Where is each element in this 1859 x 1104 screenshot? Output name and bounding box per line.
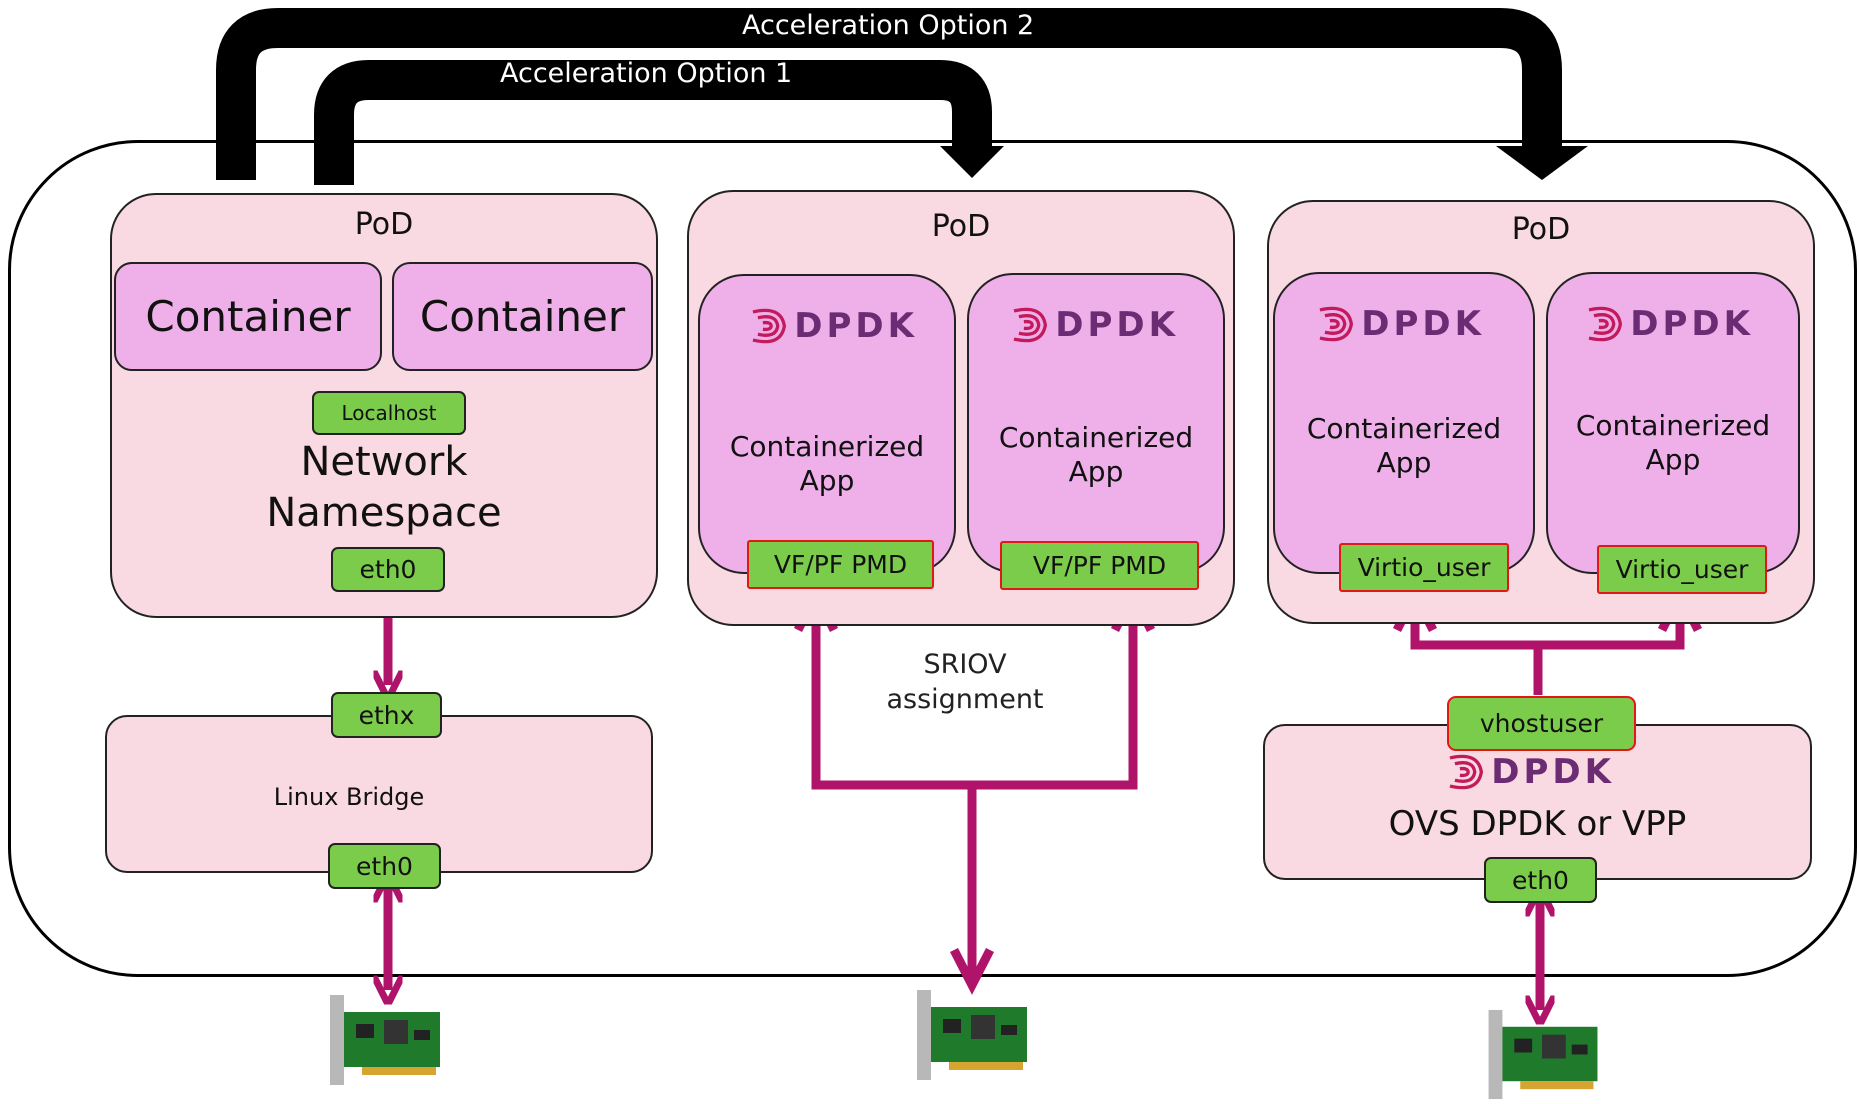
pod-label: PoD <box>354 207 414 242</box>
app-label-line1: Containerized <box>998 421 1194 454</box>
container-box-2: Container <box>392 262 653 371</box>
virtio-user-port-1: Virtio_user <box>1339 543 1509 592</box>
dpdk-wordmark: DPDK <box>1055 305 1179 345</box>
network-namespace-line2: Namespace <box>266 490 502 536</box>
localhost-port: Localhost <box>312 391 466 435</box>
network-card-icon <box>330 995 440 1085</box>
dpdk-logo: DPDK <box>1584 294 1754 354</box>
virtio-user-port-2: Virtio_user <box>1597 545 1767 594</box>
eth0-port-pod-left: eth0 <box>331 547 445 592</box>
eth0-port-ovs: eth0 <box>1484 857 1597 903</box>
dpdk-swirl-icon <box>1588 306 1623 342</box>
acceleration-option-2-arrow <box>216 8 1562 180</box>
containerized-app-middle-2: DPDK Containerized App <box>967 273 1225 573</box>
container-box-1: Container <box>114 262 382 371</box>
pod-label: PoD <box>931 209 991 244</box>
network-card-icon <box>917 990 1027 1080</box>
ovs-label: OVS DPDK or VPP <box>1388 804 1687 844</box>
app-label-line2: App <box>799 464 855 497</box>
network-card-icon <box>1488 1009 1598 1100</box>
app-label-line2: App <box>1376 446 1432 479</box>
dpdk-swirl-icon <box>1013 307 1048 343</box>
app-label-line2: App <box>1068 455 1124 488</box>
dpdk-wordmark: DPDK <box>1630 304 1754 344</box>
containerized-app-middle-1: DPDK Containerized App <box>698 274 956 574</box>
sriov-label-line2: assignment <box>886 684 1044 715</box>
acceleration-option-2-arrowhead <box>1496 146 1588 180</box>
dpdk-wordmark: DPDK <box>1361 304 1485 344</box>
vf-pf-pmd-port-1: VF/PF PMD <box>747 540 934 589</box>
dpdk-logo: DPDK <box>1315 294 1485 354</box>
dpdk-swirl-icon <box>1449 754 1484 790</box>
acceleration-option-1-arrow <box>314 60 992 185</box>
containerized-app-right-2: DPDK Containerized App <box>1546 272 1800 574</box>
pod-label: PoD <box>1511 212 1571 247</box>
dpdk-swirl-icon <box>752 308 787 344</box>
ethx-port: ethx <box>331 692 442 738</box>
acceleration-option-1-label: Acceleration Option 1 <box>500 58 793 89</box>
linux-bridge-label: Linux Bridge <box>273 783 425 811</box>
link-sriov-tree <box>811 595 1138 975</box>
app-label-line1: Containerized <box>729 430 925 463</box>
containerized-app-right-1: DPDK Containerized App <box>1273 272 1535 574</box>
arrowhead-nic-middle <box>949 947 995 995</box>
dpdk-logo: DPDK <box>748 296 918 356</box>
dpdk-swirl-icon <box>1319 306 1354 342</box>
network-namespace-line1: Network <box>300 439 468 485</box>
app-label-line1: Containerized <box>1575 409 1771 442</box>
vhostuser-port: vhostuser <box>1447 696 1636 751</box>
dpdk-wordmark: DPDK <box>794 306 918 346</box>
acceleration-option-2-label: Acceleration Option 2 <box>742 10 1035 41</box>
sriov-label-line1: SRIOV <box>923 649 1007 680</box>
vf-pf-pmd-port-2: VF/PF PMD <box>1000 541 1199 590</box>
dpdk-wordmark: DPDK <box>1491 752 1615 792</box>
app-label-line2: App <box>1645 443 1701 476</box>
acceleration-option-1-arrowhead <box>940 146 1004 178</box>
eth0-port-bridge: eth0 <box>328 843 441 889</box>
dpdk-logo: DPDK <box>1009 295 1179 355</box>
dpdk-logo: DPDK <box>1445 744 1615 800</box>
app-label-line1: Containerized <box>1306 412 1502 445</box>
